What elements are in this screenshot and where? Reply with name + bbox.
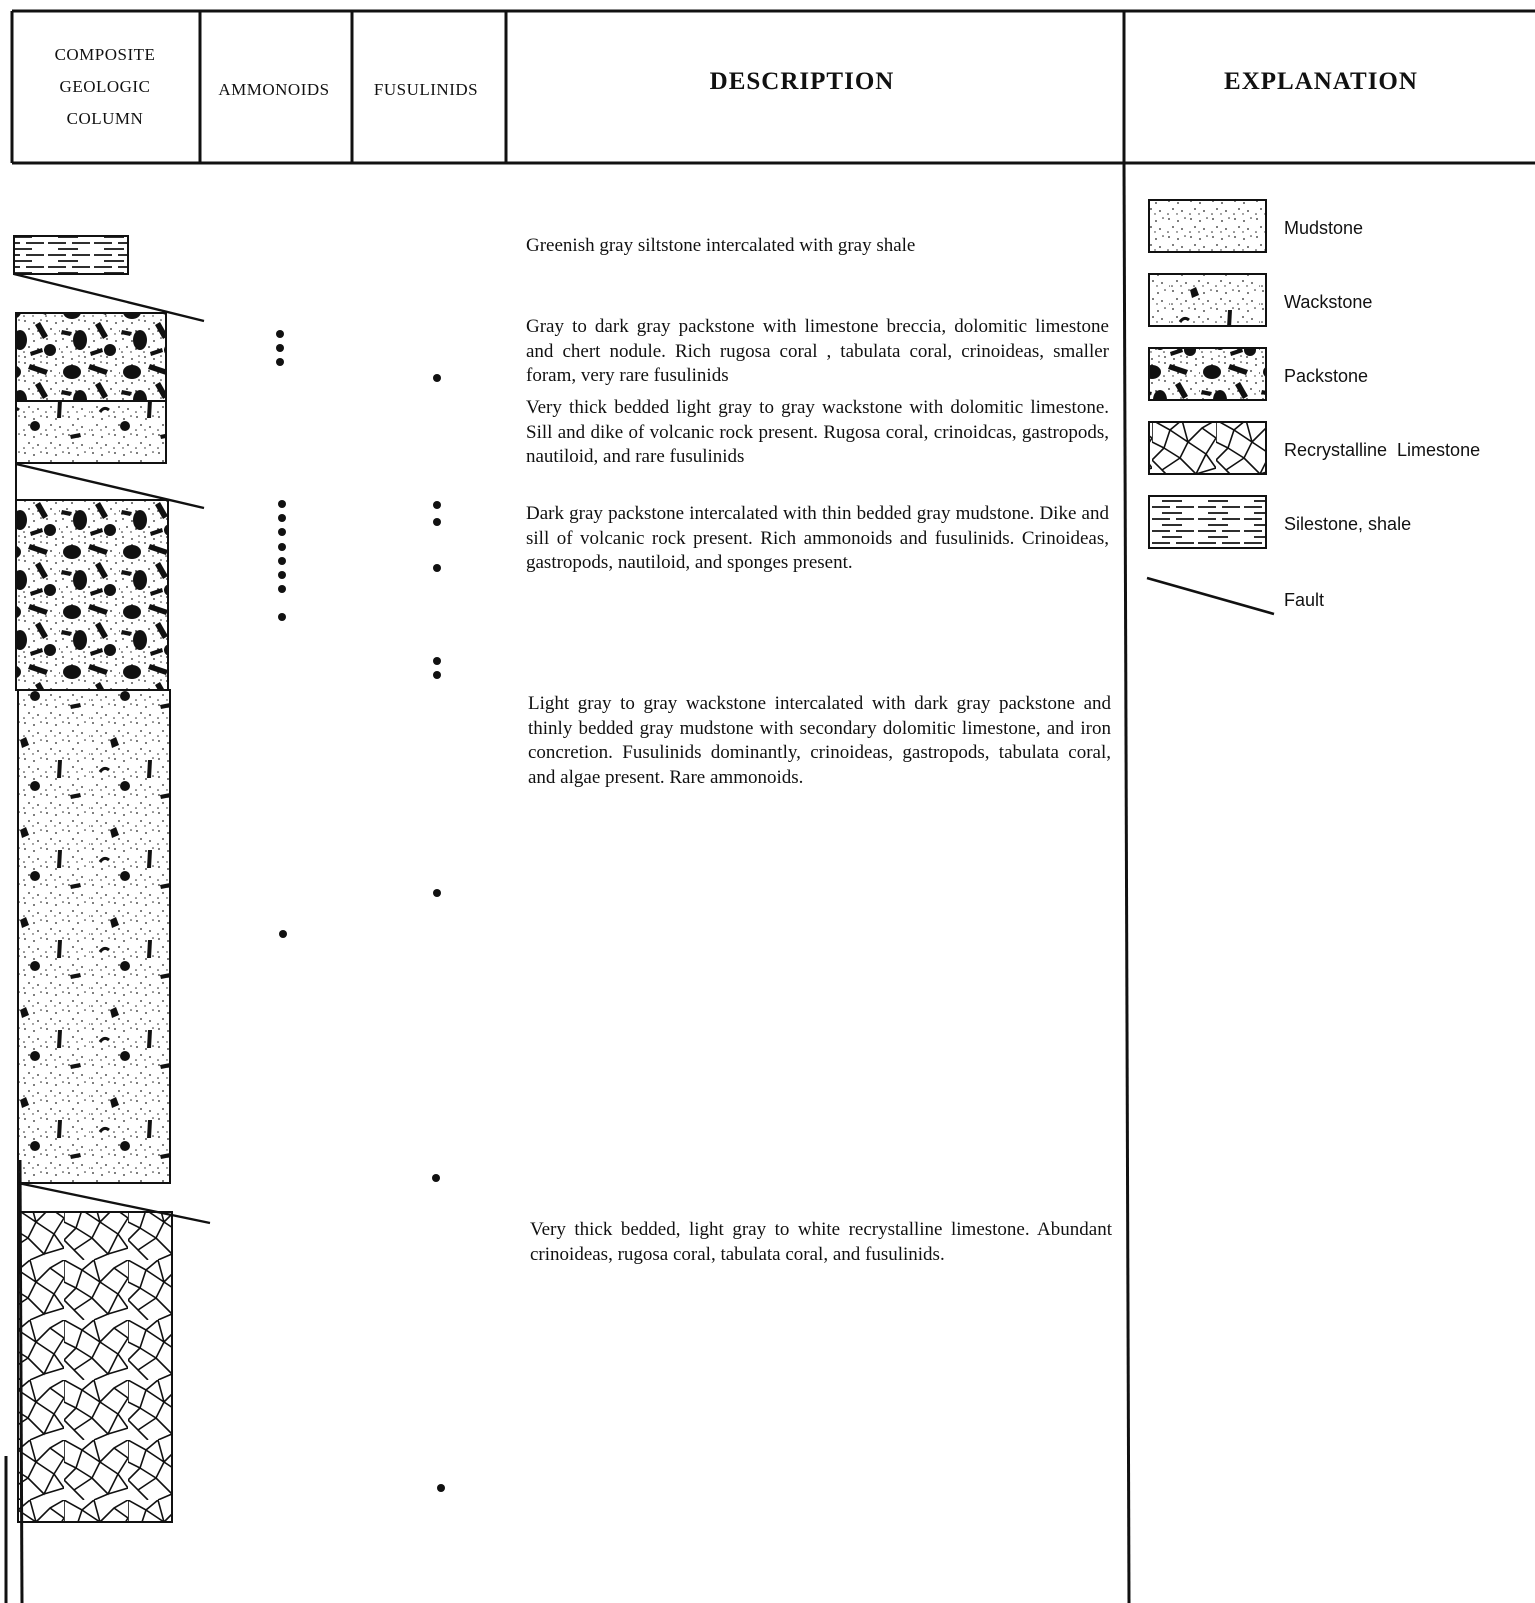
legend-swatch-mudstone (1149, 200, 1266, 252)
legend-swatch-fault (1147, 578, 1274, 614)
legend-swatch-packstone (1149, 348, 1266, 400)
legend-swatch-recrystalline (1149, 422, 1266, 474)
legend-swatch-shale (1149, 496, 1266, 548)
legend-swatch-wackstone (1149, 274, 1266, 326)
